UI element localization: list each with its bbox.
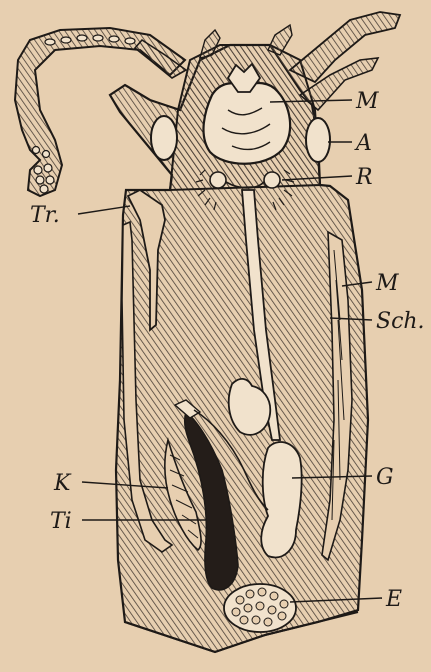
label-Tr: Tr. xyxy=(30,203,60,228)
right-eye xyxy=(306,118,330,162)
label-M-top: M xyxy=(355,89,379,114)
label-E: E xyxy=(385,587,402,612)
left-eye xyxy=(151,116,177,160)
label-R: R xyxy=(355,165,373,190)
buccal-mass xyxy=(204,83,291,164)
label-G: G xyxy=(376,465,394,490)
label-M-mid: M xyxy=(375,271,399,296)
label-Sch: Sch. xyxy=(376,309,425,334)
label-A: A xyxy=(354,131,372,156)
gonad xyxy=(261,442,301,557)
label-Ti: Ti xyxy=(50,509,72,534)
label-K: K xyxy=(53,471,72,496)
